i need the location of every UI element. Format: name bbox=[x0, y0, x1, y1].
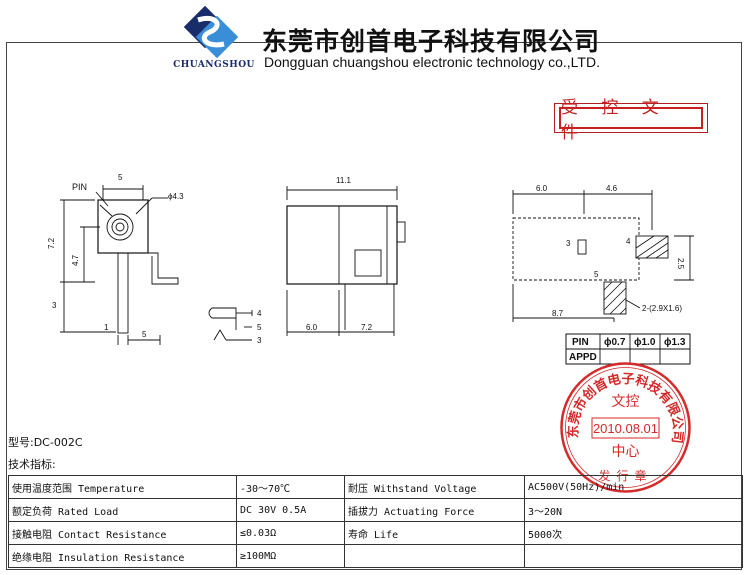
spec-title: 技术指标: bbox=[8, 458, 56, 471]
logo-text: CHUANGSHOU bbox=[173, 60, 255, 70]
seal-line2: 中心 bbox=[612, 444, 640, 460]
front-dim-center: 4.7 bbox=[71, 254, 80, 266]
side-dim-left: 6.0 bbox=[306, 323, 318, 332]
schematic-pin-5: 5 bbox=[257, 323, 262, 332]
spec-cell: ≥100MΩ bbox=[236, 544, 345, 568]
spec-cell: DC 30V 0.5A bbox=[236, 498, 345, 522]
company-name-cn: 东莞市创首电子科技有限公司 bbox=[262, 27, 601, 56]
seal-line1: 文控 bbox=[612, 394, 640, 410]
spec-cell: AC500V(50Hz)/min bbox=[524, 475, 743, 499]
footprint-dim-bottom: 8.7 bbox=[552, 309, 564, 318]
side-dim-right: 7.2 bbox=[361, 323, 373, 332]
spec-cell: ≤0.03Ω bbox=[236, 521, 345, 545]
company-seal: 东莞市创首电子科技有限公司 文控 2010.08.01 中心 发行章 bbox=[560, 362, 691, 493]
pin-table-header-2: ϕ1.0 bbox=[634, 337, 656, 348]
schematic-pin-4: 4 bbox=[257, 309, 262, 318]
front-dim-bottom-small: 1 bbox=[104, 323, 109, 332]
schematic-pin-3: 3 bbox=[257, 336, 262, 345]
footprint-pin-3: 3 bbox=[566, 239, 571, 248]
pin-table-header-3: ϕ1.3 bbox=[664, 337, 686, 348]
seal-date: 2010.08.01 bbox=[593, 421, 658, 436]
spec-cell: 3～20N bbox=[524, 498, 743, 522]
footprint-dim-left: 6.0 bbox=[536, 184, 548, 193]
document-frame bbox=[6, 42, 742, 570]
model-number: 型号:DC-002C bbox=[8, 436, 83, 449]
footprint-pin-callout: 2-(2.9X1.6) bbox=[642, 304, 682, 313]
spec-row: 绝缘电阻 Insulation Resistance≥100MΩ bbox=[8, 544, 743, 568]
footprint-pin-4: 4 bbox=[626, 237, 631, 246]
front-dim-pin: 3 bbox=[52, 301, 57, 310]
side-view: 11.1 6.0 7.2 bbox=[286, 176, 406, 336]
front-dim-bottom: 5 bbox=[142, 330, 147, 339]
spec-cell: 绝缘电阻 Insulation Resistance bbox=[8, 544, 237, 568]
spec-cell bbox=[524, 544, 743, 568]
controlled-document-stamp: 受 控 文 件 bbox=[554, 98, 708, 143]
pin-table-header-0: PIN bbox=[572, 337, 589, 348]
pin-table-row-label: APPD bbox=[569, 352, 597, 363]
spec-cell: 接触电阻 Contact Resistance bbox=[8, 521, 237, 545]
front-pin-label: PIN bbox=[72, 182, 87, 192]
front-view: 5 ϕ4.3 PIN 7.2 4.7 3 1 5 bbox=[47, 173, 184, 345]
side-dim-top: 11.1 bbox=[336, 176, 352, 185]
spec-cell: 额定负荷 Rated Load bbox=[8, 498, 237, 522]
front-dim-hole: ϕ4.3 bbox=[168, 192, 184, 201]
schematic-symbol: 4 5 3 bbox=[208, 307, 262, 345]
footprint-dim-side: 2.5 bbox=[676, 258, 685, 270]
footprint-pin-5: 5 bbox=[594, 270, 599, 279]
front-dim-top: 5 bbox=[118, 173, 123, 182]
spec-cell: 耐压 Withstand Voltage bbox=[344, 475, 525, 499]
spec-cell: 使用温度范围 Temperature bbox=[8, 475, 237, 499]
spec-cell: 5000次 bbox=[524, 521, 743, 545]
pin-table-header-1: ϕ0.7 bbox=[604, 337, 626, 348]
footprint-dim-right: 4.6 bbox=[606, 184, 618, 193]
front-dim-height: 7.2 bbox=[47, 237, 56, 249]
spec-cell: 寿命 Life bbox=[344, 521, 525, 545]
spec-cell: -30～70℃ bbox=[236, 475, 345, 499]
pin-size-table: PIN ϕ0.7 ϕ1.0 ϕ1.3 APPD bbox=[565, 333, 691, 365]
company-logo-icon bbox=[183, 6, 239, 58]
spec-cell bbox=[344, 544, 525, 568]
header: CHUANGSHOU 东莞市创首电子科技有限公司 Dongguan chuang… bbox=[0, 0, 750, 78]
pcb-footprint-view: 6.0 4.6 2.5 8.7 2-(2.9X1.6) 3 4 5 bbox=[512, 184, 694, 322]
company-name-en: Dongguan chuangshou electronic technolog… bbox=[264, 54, 600, 70]
spec-cell: 插拔力 Actuating Force bbox=[344, 498, 525, 522]
